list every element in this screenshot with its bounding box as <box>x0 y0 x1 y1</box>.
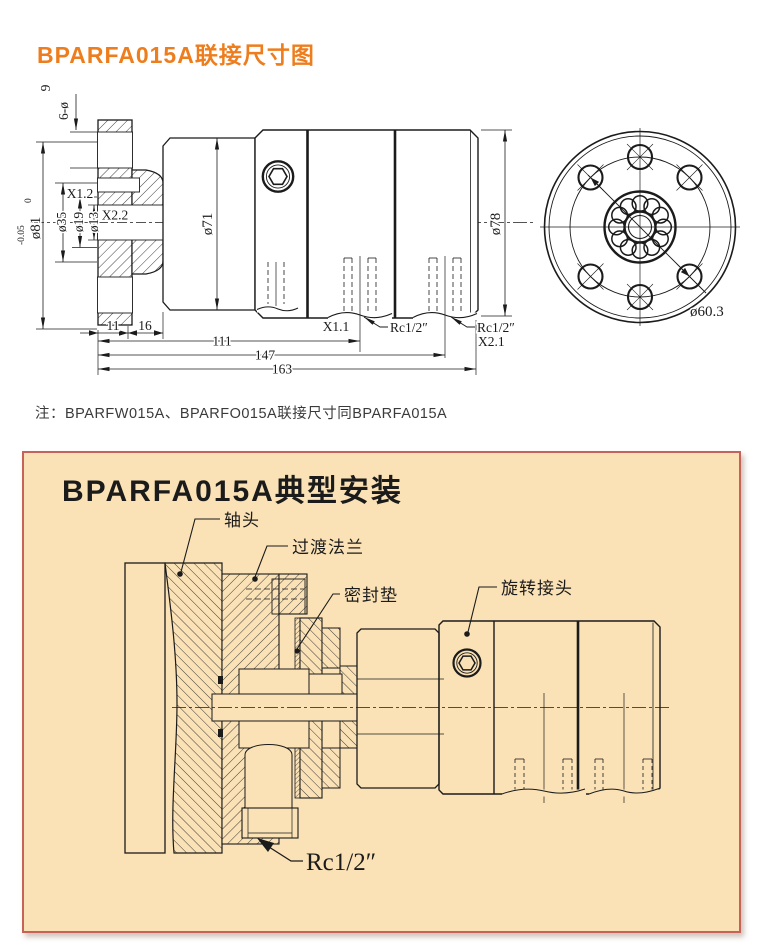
length-dimensions <box>80 312 477 375</box>
hole-count-digit: 9 <box>38 84 53 91</box>
port-callouts <box>363 316 475 328</box>
adapter-flange-label: 过渡法兰 <box>292 538 364 557</box>
connection-dimension-drawing: 9 6-ø ø81 0 -0.05 ø35 ø19 ø13 X1.2 X2.2 … <box>16 83 740 379</box>
port-x12-label: X1.2 <box>67 186 94 201</box>
installation-drawing: BPARFA015A典型安装 <box>62 475 672 876</box>
installation-panel: BPARFA015A典型安装 <box>22 451 741 933</box>
note-text: 注：BPARFW015A、BPARFO015A联接尺寸同BPARFA015A <box>35 406 448 422</box>
dia13-label: ø13 <box>86 212 101 233</box>
dim-11-label: 11 <box>107 318 120 333</box>
flange-section <box>97 119 164 326</box>
callout-leaders <box>177 518 497 862</box>
dim-147-label: 147 <box>255 348 276 363</box>
joint-body <box>162 129 479 319</box>
flange-od-tol-lower: -0.05 <box>17 225 27 245</box>
port-x21-label: X2.1 <box>478 334 505 349</box>
length-dimension-labels: 11 16 111 147 163 <box>105 317 294 379</box>
dim-16-label: 16 <box>138 318 152 333</box>
installation-title: BPARFA015A典型安装 <box>62 475 403 508</box>
body-dimensions <box>214 129 512 317</box>
left-dimensions <box>36 94 97 330</box>
left-dimension-labels: 9 6-ø ø81 0 -0.05 ø35 ø19 ø13 X1.2 X2.2 <box>16 83 130 246</box>
flange-od-label: ø81 <box>28 217 44 240</box>
flange-od-tol-upper: 0 <box>24 198 34 203</box>
shaft-head-label: 轴头 <box>224 511 260 530</box>
seal-gasket-label: 密封垫 <box>344 586 398 605</box>
dim-163-label: 163 <box>272 362 293 377</box>
internal-features <box>211 668 358 839</box>
install-thread-label: Rc1/2″ <box>306 849 376 876</box>
thread2-label: Rc1/2″ <box>477 320 515 335</box>
hex-plug-icon <box>261 160 295 193</box>
dia19-label: ø19 <box>71 212 86 233</box>
end-view <box>540 128 740 326</box>
end-dia-label: ø78 <box>488 213 504 236</box>
bolt-holes <box>577 143 703 311</box>
shaft-head-section <box>124 562 223 854</box>
bottom-ports <box>256 256 478 358</box>
thread1-label: Rc1/2″ <box>390 320 428 335</box>
page-title: BPARFA015A联接尺寸图 <box>37 42 315 68</box>
dia35-label: ø35 <box>54 212 69 233</box>
rotary-joint-body <box>356 620 661 803</box>
bolt-circle-dia-label: ø60.3 <box>690 304 724 320</box>
port-x11-label: X1.1 <box>323 319 350 334</box>
port-x22-label: X2.2 <box>102 208 129 223</box>
rotary-joint-label: 旋转接头 <box>501 579 573 598</box>
body-dia-label: ø71 <box>200 213 216 236</box>
hole-callout-label: 6-ø <box>56 102 71 120</box>
dim-111-label: 111 <box>212 334 231 349</box>
